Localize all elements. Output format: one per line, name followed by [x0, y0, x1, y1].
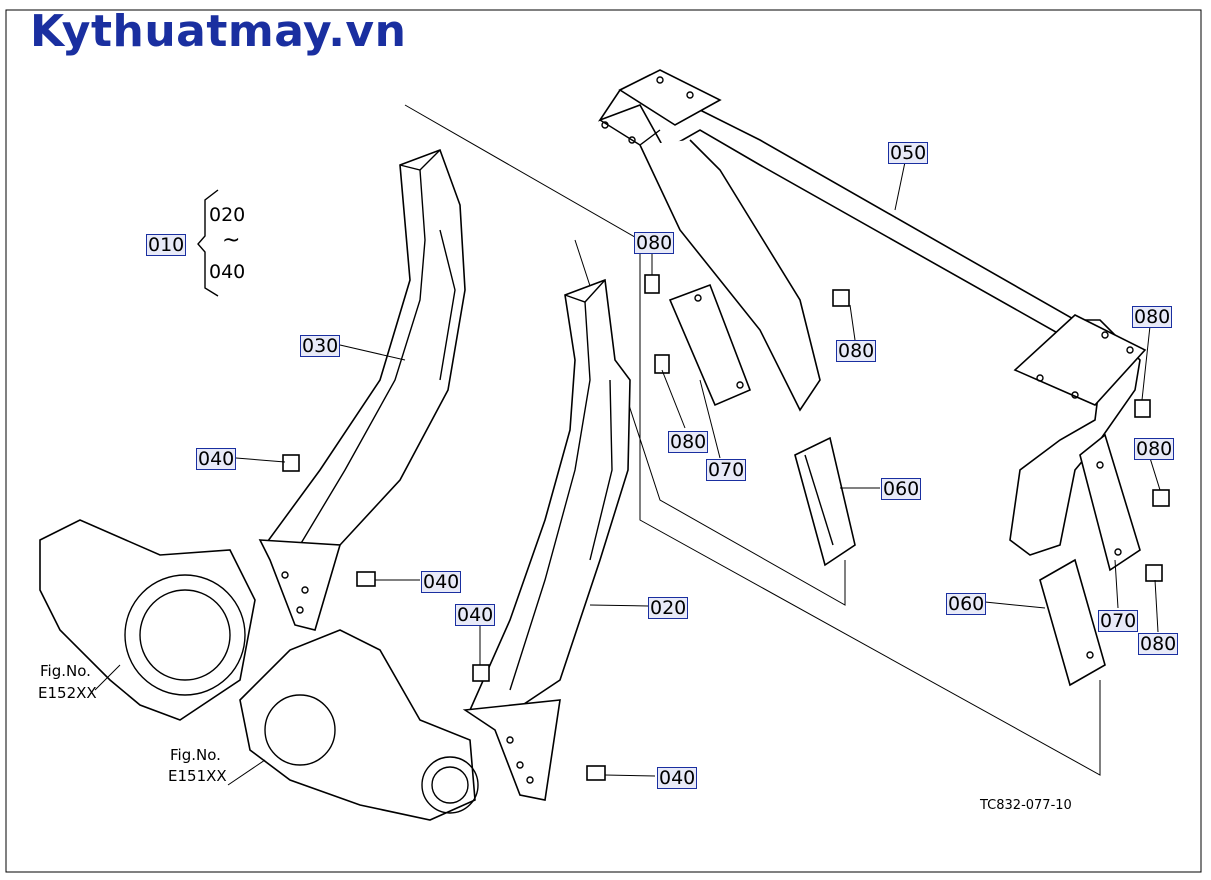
bolt-080-d — [1134, 399, 1151, 418]
part-030-arm — [258, 148, 466, 631]
bolt-080-c — [832, 289, 850, 307]
bolt-040-b — [356, 571, 376, 587]
bolt-040-a — [282, 454, 300, 472]
bolt-080-f — [1145, 564, 1163, 582]
callout-030: 030 — [300, 335, 341, 357]
bolt-080-a — [644, 274, 660, 294]
callout-080-f: 080 — [1138, 633, 1179, 655]
drawing-code: TC832-077-10 — [980, 798, 1072, 813]
part-020-arm — [462, 278, 631, 801]
group-bracket — [197, 189, 219, 297]
callout-080-a: 080 — [634, 232, 675, 254]
fig-ref-2-code: E151XX — [168, 767, 227, 785]
site-watermark: Kythuatmay.vn — [30, 6, 407, 57]
callout-040-d: 040 — [657, 767, 698, 789]
callout-070-a: 070 — [706, 459, 747, 481]
range-end-040: 040 — [209, 261, 246, 283]
bolt-080-e — [1152, 489, 1170, 507]
callout-020: 020 — [648, 597, 689, 619]
callout-040-c: 040 — [455, 604, 496, 626]
callout-080-b: 080 — [836, 340, 877, 362]
explode-envelope-1 — [404, 104, 1101, 776]
callout-060-a: 060 — [881, 478, 922, 500]
housing-e152xx — [39, 519, 256, 721]
part-070-plates — [668, 283, 1141, 572]
callout-050: 050 — [888, 142, 929, 164]
callout-080-c: 080 — [668, 431, 709, 453]
fig-ref-1-title: Fig.No. — [40, 662, 91, 680]
fig-ref-2-title: Fig.No. — [170, 746, 221, 764]
callout-080-d: 080 — [1132, 306, 1173, 328]
callout-040-b: 040 — [421, 571, 462, 593]
bolt-group — [282, 274, 1170, 781]
bolt-040-c — [472, 664, 490, 682]
range-start-020: 020 — [209, 204, 246, 226]
housing-e151xx — [239, 629, 479, 821]
page-border — [5, 9, 1202, 873]
callout-060-b: 060 — [946, 593, 987, 615]
callout-070-b: 070 — [1098, 610, 1139, 632]
part-050-crossbar — [597, 69, 1147, 556]
callout-080-e: 080 — [1134, 438, 1175, 460]
callout-010: 010 — [146, 234, 187, 256]
callout-040-a: 040 — [196, 448, 237, 470]
part-060-brackets — [794, 436, 1106, 687]
bolt-040-d — [586, 765, 606, 781]
range-tilde: ~ — [222, 228, 241, 253]
fig-ref-1-code: E152XX — [38, 684, 97, 702]
bolt-080-b — [654, 354, 670, 374]
